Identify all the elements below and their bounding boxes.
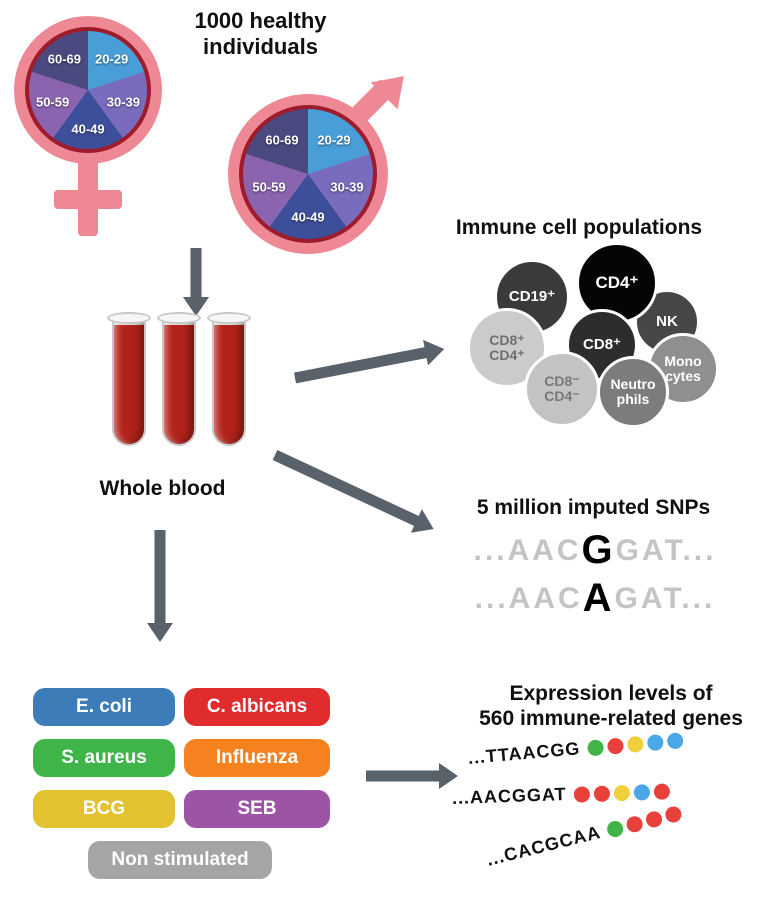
arrow-down-to-blood-icon xyxy=(182,248,210,316)
arrow-shaft xyxy=(293,347,428,384)
snp-seq-post: GAT... xyxy=(614,582,716,615)
expression-dot xyxy=(573,785,590,803)
tube-rim xyxy=(207,312,251,324)
arrow-shaft xyxy=(272,450,420,527)
pie-label-60-69: 60-69 xyxy=(47,51,82,67)
arrow-to-stimulations-icon xyxy=(146,530,174,642)
arrow-shaft xyxy=(154,530,166,624)
female-symbol-crossbar xyxy=(54,190,122,209)
female-age-pie-chart: 20-29 30-39 40-49 50-59 60-69 xyxy=(29,31,147,149)
cell-cd4: CD4⁺ xyxy=(576,242,658,324)
arrow-head xyxy=(147,623,173,642)
female-ring: 20-29 30-39 40-49 50-59 60-69 xyxy=(14,16,162,164)
tube-body xyxy=(112,318,146,446)
arrow-head xyxy=(439,763,458,789)
expression-dot xyxy=(644,809,664,829)
stimulus-pill-nonstimulated: Non stimulated xyxy=(88,841,272,879)
expression-dot xyxy=(646,733,664,751)
stimulus-pill-ecoli: E. coli xyxy=(33,688,175,726)
snp-variant-allele: G xyxy=(581,528,616,572)
pie-label-40-49: 40-49 xyxy=(291,209,325,225)
expression-dot xyxy=(586,738,604,757)
snps-title: 5 million imputed SNPs xyxy=(476,496,711,519)
stimulus-pill-bcg: BCG xyxy=(33,790,175,828)
gene-sequence-row: ...CACGCAA xyxy=(484,802,683,871)
immune-cells-title: Immune cell populations xyxy=(455,216,703,239)
female-symbol-icon: 20-29 30-39 40-49 50-59 60-69 xyxy=(0,0,185,245)
stimulus-pill-seb: SEB xyxy=(184,790,330,828)
stimulus-pill-calbicans: C. albicans xyxy=(184,688,330,726)
expression-dot xyxy=(605,818,625,839)
arrow-to-expression-icon xyxy=(366,762,458,790)
snp-variant-allele: A xyxy=(582,576,615,620)
cell-neutrophils: Neutro phils xyxy=(597,356,669,428)
male-ring: 20-29 30-39 40-49 50-59 60-69 xyxy=(228,94,388,254)
pie-label-50-59: 50-59 xyxy=(35,94,70,110)
pie-label-20-29: 20-29 xyxy=(94,51,129,67)
tube-rim xyxy=(107,312,151,324)
study-title-line1: 1000 healthy xyxy=(194,8,327,33)
snp-sequence-row: ...AACAGAT... xyxy=(440,576,750,624)
arrow-head xyxy=(423,336,447,366)
expression-dot xyxy=(624,814,645,834)
expression-dot xyxy=(626,735,644,753)
arrow-to-snps-icon xyxy=(269,442,440,541)
male-symbol-icon: 20-29 30-39 40-49 50-59 60-69 xyxy=(220,50,430,260)
gene-sequence-text: ...CACGCAA xyxy=(484,822,603,870)
tube-body xyxy=(212,318,246,446)
test-tube-icon xyxy=(157,312,201,448)
tube-rim xyxy=(157,312,201,324)
expression-dot xyxy=(666,731,684,750)
pie-label-20-29: 20-29 xyxy=(317,132,351,148)
snp-seq-post: GAT... xyxy=(615,534,717,567)
expression-title: Expression levels of 560 immune-related … xyxy=(452,682,770,732)
gene-sequence-text: ...TTAACGG xyxy=(467,738,582,768)
expression-title-line1: Expression levels of xyxy=(509,682,713,705)
snp-sequences: ...AACGGAT... ...AACAGAT... xyxy=(440,528,750,624)
arrow-to-immune-cells-icon xyxy=(292,335,447,391)
pie-label-30-39: 30-39 xyxy=(330,179,364,195)
study-title: 1000 healthy individuals xyxy=(168,8,353,60)
arrow-shaft xyxy=(366,770,440,782)
expression-dot xyxy=(606,736,624,755)
expression-dot xyxy=(633,783,650,801)
pie-label-40-49: 40-49 xyxy=(71,121,105,137)
expression-dot xyxy=(613,784,630,801)
blood-tubes-icon xyxy=(104,312,264,454)
snp-sequence-row: ...AACGGAT... xyxy=(440,528,750,576)
pie-label-50-59: 50-59 xyxy=(252,179,286,195)
pie-label-30-39: 30-39 xyxy=(106,94,141,110)
test-tube-icon xyxy=(107,312,151,448)
test-tube-icon xyxy=(207,312,251,448)
snp-seq-pre: ...AAC xyxy=(473,534,582,567)
expression-dot xyxy=(653,782,670,800)
gene-sequence-text: ...AACGGAT xyxy=(451,784,567,808)
whole-blood-label: Whole blood xyxy=(99,477,226,500)
tube-body xyxy=(162,318,196,446)
cell-cd8neg-cd4neg: CD8⁻ CD4⁻ xyxy=(524,351,600,427)
snp-seq-pre: ...AAC xyxy=(474,582,583,615)
expression-dot xyxy=(593,785,610,802)
male-age-pie-chart: 20-29 30-39 40-49 50-59 60-69 xyxy=(243,109,373,239)
gene-sequence-row: ...TTAACGG xyxy=(467,729,684,769)
expression-dot xyxy=(663,804,683,824)
arrow-shaft xyxy=(190,248,202,298)
pie-label-60-69: 60-69 xyxy=(265,132,299,148)
expression-title-line2: 560 immune-related genes xyxy=(479,706,743,730)
stimulus-pill-influenza: Influenza xyxy=(184,739,330,777)
immune-cell-cluster: CD19⁺ CD8⁺ CD4⁺ NK CD4⁺ CD8⁺ CD8⁻ CD4⁻ M… xyxy=(455,235,755,445)
gene-sequence-row: ...AACGGAT xyxy=(452,780,670,809)
stimulus-pill-saureus: S. aureus xyxy=(33,739,175,777)
study-title-line2: individuals xyxy=(203,33,318,59)
